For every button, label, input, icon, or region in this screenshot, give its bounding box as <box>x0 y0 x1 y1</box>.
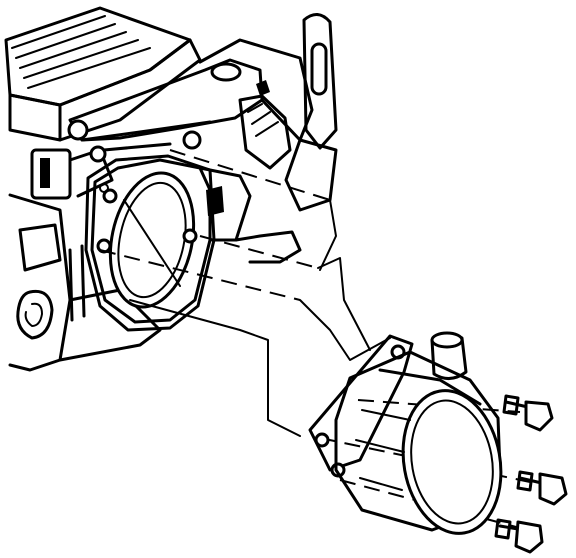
gasket <box>84 154 216 332</box>
bolt <box>516 470 568 506</box>
bolt <box>494 518 544 554</box>
throttle-body-opening <box>90 158 302 324</box>
mounting-bracket <box>67 13 338 212</box>
pipe-outlet <box>430 331 468 380</box>
housing <box>308 334 503 535</box>
bolt <box>502 394 554 432</box>
